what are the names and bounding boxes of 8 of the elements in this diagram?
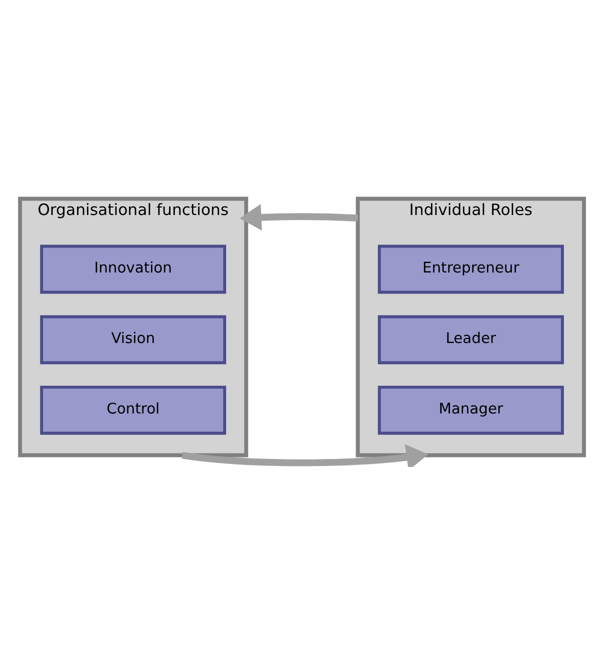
node-box: Leader: [378, 314, 564, 364]
node-box: Manager: [378, 385, 564, 434]
node-box: Control: [40, 385, 226, 434]
node-box: Innovation: [40, 244, 226, 294]
node-box: Vision: [40, 314, 226, 364]
arrow: [182, 444, 428, 466]
arrow: [240, 204, 358, 230]
node-box: Entrepreneur: [378, 244, 564, 294]
